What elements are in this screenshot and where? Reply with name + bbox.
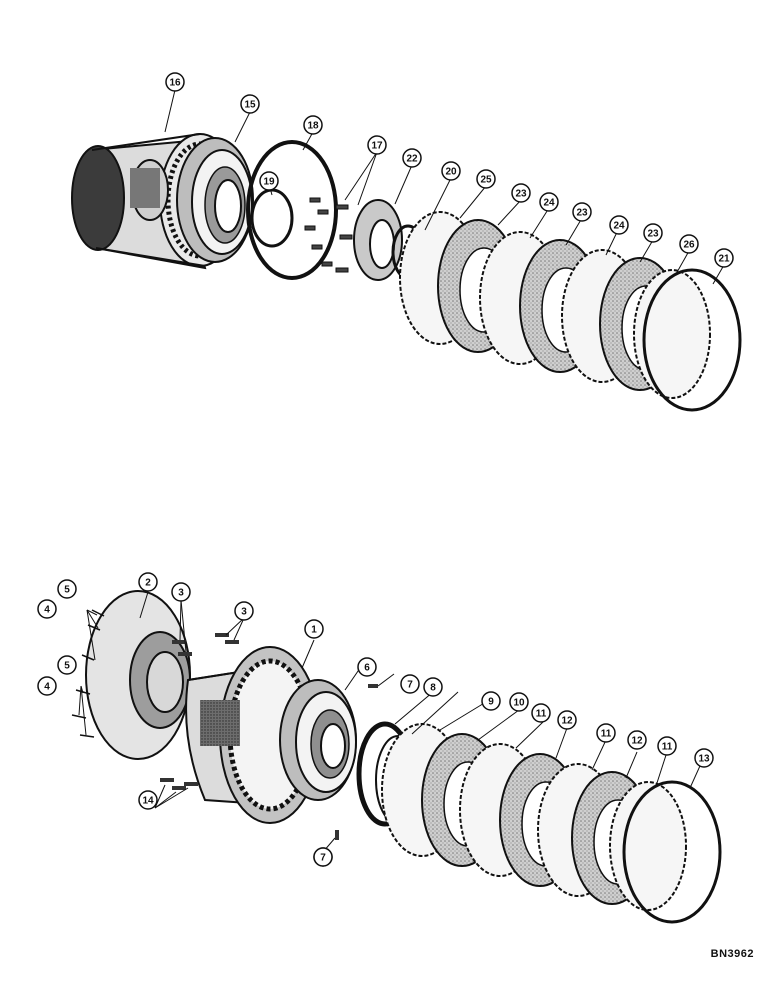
callout-upper-7: 25 bbox=[476, 169, 496, 189]
piston-15 bbox=[176, 137, 254, 263]
callout-lower-5: 1 bbox=[304, 619, 324, 639]
pins-3 bbox=[160, 633, 239, 790]
callout-lower-10-label: 8 bbox=[430, 683, 436, 694]
callout-upper-4: 17 bbox=[367, 135, 387, 155]
callout-lower-7: 4 bbox=[37, 676, 57, 696]
seal-ring-18 bbox=[246, 140, 338, 280]
callout-upper-11: 24 bbox=[609, 215, 629, 235]
callout-lower-0-label: 5 bbox=[64, 585, 70, 596]
callout-upper-8: 23 bbox=[511, 183, 531, 203]
callout-upper-10-label: 23 bbox=[576, 208, 588, 219]
callout-upper-1: 15 bbox=[240, 94, 260, 114]
pin-7-upper bbox=[368, 684, 378, 688]
callout-upper-12-label: 23 bbox=[647, 229, 659, 240]
callout-lower-13-label: 11 bbox=[536, 709, 547, 720]
callout-lower-19-label: 14 bbox=[142, 796, 154, 807]
piston-6 bbox=[279, 679, 357, 801]
callout-upper-11-label: 24 bbox=[613, 221, 625, 232]
callout-upper-0: 16 bbox=[165, 72, 185, 92]
callout-upper-6: 20 bbox=[441, 161, 461, 181]
callout-lower-16-label: 12 bbox=[631, 736, 643, 747]
callouts: 1615181917222025232423242326215423315467… bbox=[37, 72, 734, 867]
callout-lower-21-label: 7 bbox=[320, 853, 326, 864]
callout-lower-11-label: 9 bbox=[488, 697, 494, 708]
callout-lower-17-label: 11 bbox=[662, 742, 673, 753]
upper-assembly bbox=[71, 89, 742, 412]
callout-upper-5-label: 22 bbox=[406, 154, 418, 165]
callout-lower-13: 11 bbox=[531, 703, 551, 723]
callout-upper-12: 23 bbox=[643, 223, 663, 243]
callout-upper-14-label: 21 bbox=[718, 254, 730, 265]
callout-lower-18: 13 bbox=[694, 748, 714, 768]
drawing-code: BN3962 bbox=[710, 948, 754, 960]
callout-upper-2-label: 18 bbox=[307, 121, 319, 132]
callout-lower-12-label: 10 bbox=[513, 698, 525, 709]
callout-upper-0-label: 16 bbox=[169, 78, 181, 89]
callout-lower-19: 14 bbox=[138, 790, 158, 810]
callout-upper-1-label: 15 bbox=[244, 100, 256, 111]
snap-ring-14 bbox=[622, 780, 722, 924]
callout-lower-14: 12 bbox=[557, 710, 577, 730]
callout-upper-4-label: 17 bbox=[371, 141, 383, 152]
snap-ring-21 bbox=[642, 268, 742, 412]
callout-upper-5: 22 bbox=[402, 148, 422, 168]
callout-lower-6: 5 bbox=[57, 655, 77, 675]
callout-upper-13: 26 bbox=[679, 234, 699, 254]
callout-lower-4: 3 bbox=[234, 601, 254, 621]
callout-upper-10: 23 bbox=[572, 202, 592, 222]
callout-lower-7-label: 4 bbox=[44, 682, 50, 693]
callout-lower-3-label: 3 bbox=[178, 588, 184, 599]
callout-lower-1: 4 bbox=[37, 599, 57, 619]
callout-lower-14-label: 12 bbox=[561, 716, 573, 727]
callout-lower-5-label: 1 bbox=[311, 625, 317, 636]
callout-upper-7-label: 25 bbox=[480, 175, 492, 186]
callout-lower-9-label: 7 bbox=[407, 680, 413, 691]
springs-17 bbox=[304, 197, 353, 273]
callout-upper-13-label: 26 bbox=[683, 240, 695, 251]
lower-leader-lines bbox=[78, 591, 705, 853]
callout-lower-15: 11 bbox=[596, 723, 616, 743]
pin-7-lower bbox=[335, 830, 339, 840]
callout-lower-16: 12 bbox=[627, 730, 647, 750]
callout-upper-8-label: 23 bbox=[515, 189, 527, 200]
callout-lower-2: 2 bbox=[138, 572, 158, 592]
callout-lower-3: 3 bbox=[171, 582, 191, 602]
callout-upper-9: 24 bbox=[539, 192, 559, 212]
pressure-plate-13 bbox=[609, 781, 687, 911]
callout-lower-8-label: 6 bbox=[364, 663, 370, 674]
callout-lower-17: 11 bbox=[657, 736, 677, 756]
callout-lower-21: 7 bbox=[313, 847, 333, 867]
callout-upper-14: 21 bbox=[714, 248, 734, 268]
callout-lower-2-label: 2 bbox=[145, 578, 151, 589]
cover-plate-2 bbox=[85, 590, 191, 760]
callout-upper-3-label: 19 bbox=[263, 177, 275, 188]
callout-lower-12: 10 bbox=[509, 692, 529, 712]
callout-upper-6-label: 20 bbox=[445, 167, 457, 178]
callout-lower-1-label: 4 bbox=[44, 605, 50, 616]
callout-lower-6-label: 5 bbox=[64, 661, 70, 672]
callout-lower-0: 5 bbox=[57, 579, 77, 599]
callout-lower-10: 8 bbox=[423, 677, 443, 697]
callout-lower-18-label: 13 bbox=[698, 754, 710, 765]
callout-upper-2: 18 bbox=[303, 115, 323, 135]
callout-lower-15-label: 11 bbox=[601, 729, 612, 740]
callout-lower-9: 7 bbox=[400, 674, 420, 694]
callout-lower-4-label: 3 bbox=[241, 607, 247, 618]
callout-lower-11: 9 bbox=[481, 691, 501, 711]
callout-upper-3: 19 bbox=[259, 171, 279, 191]
lower-assembly bbox=[71, 590, 722, 924]
callout-upper-9-label: 24 bbox=[543, 198, 555, 209]
spring-retainer-22 bbox=[353, 199, 403, 281]
seal-ring-19 bbox=[250, 188, 294, 248]
callout-lower-8: 6 bbox=[357, 657, 377, 677]
